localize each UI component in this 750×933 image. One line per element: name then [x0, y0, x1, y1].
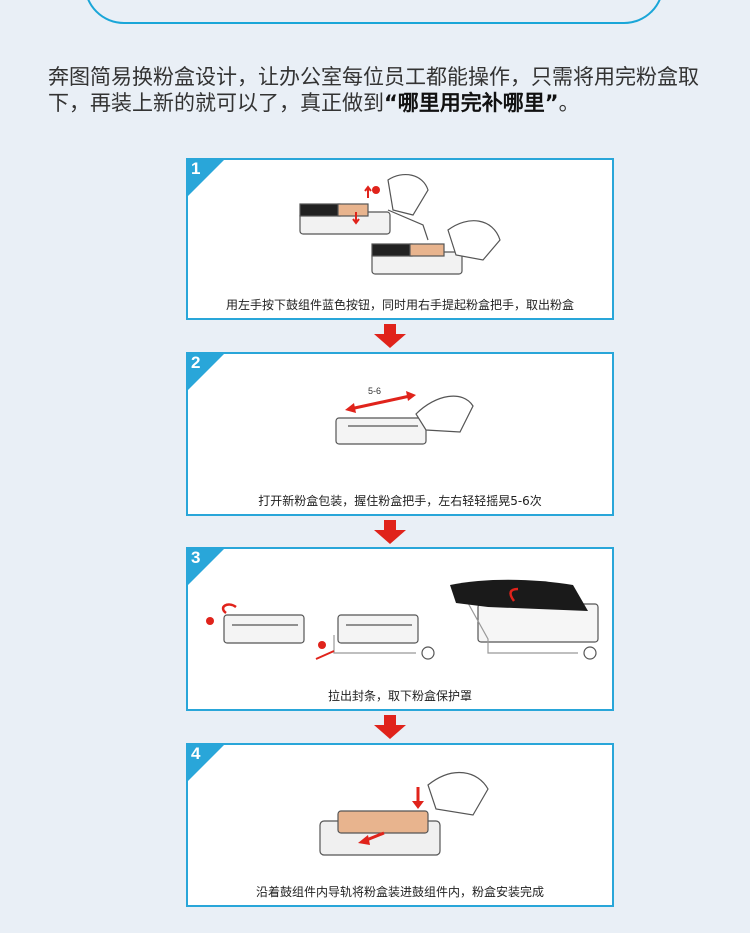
step-caption: 拉出封条，取下粉盒保护罩	[327, 689, 472, 703]
shake-count-label: 5-6	[368, 386, 381, 396]
step-number: 3	[191, 548, 201, 567]
step-badge: 1	[186, 158, 226, 198]
step-caption: 沿着鼓组件内导轨将粉盒装进鼓组件内，粉盒安装完成	[255, 885, 544, 899]
arrow-down-icon	[374, 715, 406, 739]
step-3-panel: 3 拉出封条，取下粉盒保护罩	[186, 547, 614, 711]
step-number: 4	[191, 744, 201, 763]
step-caption: 打开新粉盒包装，握住粉盒把手，左右轻轻摇晃5-6次	[258, 494, 542, 508]
step-badge: 3	[186, 547, 226, 587]
remove-seal-illustration	[206, 579, 599, 660]
arrow-down-icon	[374, 324, 406, 348]
step-1-panel: 1 用左手按下鼓组件蓝色按钮，同时用右手提起粉盒把手，取出粉盒	[186, 158, 614, 320]
step-badge: 4	[186, 743, 226, 783]
install-cartridge-illustration	[319, 771, 489, 856]
step-2-panel: 2 5-6 打开新粉盒包装，握住粉盒把手，左右轻轻摇晃5-6次	[186, 352, 614, 516]
intro-paragraph: 奔图简易换粉盒设计，让办公室每位员工都能操作，只需将用完粉盒取下，再装上新的就可…	[48, 64, 708, 116]
step-badge: 2	[186, 352, 226, 392]
intro-text: 奔图简易换粉盒设计，让办公室每位员工都能操作，只需将用完粉盒取下，再装上新的就可…	[48, 65, 699, 115]
step-number: 1	[191, 159, 201, 178]
intro-highlight: “哪里用完补哪里”	[384, 91, 559, 115]
step-number: 2	[191, 353, 201, 372]
intro-end: 。	[558, 91, 580, 115]
remove-cartridge-illustration	[299, 173, 501, 275]
arrow-down-icon	[374, 520, 406, 544]
step-caption: 用左手按下鼓组件蓝色按钮，同时用右手提起粉盒把手，取出粉盒	[225, 298, 574, 312]
step-4-panel: 4 沿着鼓组件内导轨将粉盒装进鼓组件内，粉盒安装完成	[186, 743, 614, 907]
shake-cartridge-illustration: 5-6	[335, 386, 474, 445]
